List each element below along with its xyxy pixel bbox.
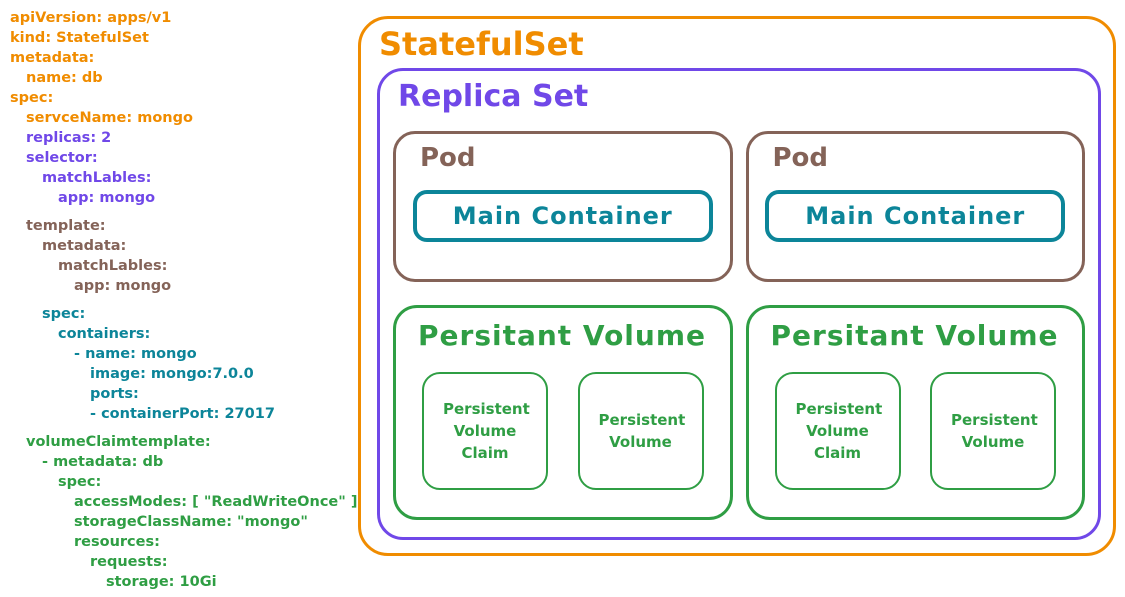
persistent-volume-group-label: Persitant Volume <box>770 319 1059 352</box>
yaml-line: servceName: mongo <box>26 110 193 126</box>
yaml-line: matchLables: <box>42 170 152 186</box>
yaml-line: accessModes: [ "ReadWriteOnce" ] <box>74 494 358 510</box>
main-container-label: Main Container <box>805 202 1026 230</box>
persistent-volume-group-2: Persitant Volume Persistent Volume Claim… <box>745 305 1085 520</box>
yaml-line: - metadata: db <box>42 454 164 470</box>
yaml-line: app: mongo <box>74 278 172 294</box>
yaml-line: replicas: 2 <box>26 130 112 146</box>
yaml-line: name: db <box>26 70 103 86</box>
yaml-manifest-panel: apiVersion: apps/v1 kind: StatefulSet meta… <box>10 8 358 592</box>
replicaset-box: Replica Set Pod Main Container Pod Main … <box>377 68 1101 540</box>
yaml-line: spec: <box>42 306 86 322</box>
persistent-volume-label: Persistent Volume <box>598 411 686 451</box>
yaml-line: storage: 10Gi <box>106 574 217 590</box>
persistent-volume-claim-box: Persistent Volume Claim <box>774 372 901 490</box>
yaml-line: storageClassName: "mongo" <box>74 514 308 530</box>
yaml-line: selector: <box>26 150 98 166</box>
pods-row: Pod Main Container Pod Main Container <box>393 131 1085 282</box>
main-container-box-1: Main Container <box>412 190 713 242</box>
yaml-line: template: <box>26 218 106 234</box>
persistent-volume-box: Persistent Volume <box>930 372 1056 490</box>
yaml-line: apiVersion: apps/v1 <box>10 10 172 26</box>
pod-box-2: Pod Main Container <box>745 131 1085 282</box>
yaml-line: metadata: <box>42 238 127 254</box>
yaml-line: - containerPort: 27017 <box>90 406 275 422</box>
yaml-line: containers: <box>58 326 151 342</box>
persistent-volume-group-label: Persitant Volume <box>418 319 707 352</box>
pod-label: Pod <box>420 143 476 173</box>
yaml-line: app: mongo <box>58 190 156 206</box>
persistent-volume-box: Persistent Volume <box>577 372 704 490</box>
statefulset-label: StatefulSet <box>379 25 584 63</box>
yaml-line: resources: <box>74 534 160 550</box>
yaml-line: kind: StatefulSet <box>10 30 149 46</box>
pod-box-1: Pod Main Container <box>393 131 733 282</box>
yaml-line: requests: <box>90 554 168 570</box>
persistent-volume-claim-label: Persistent Volume Claim <box>795 400 883 462</box>
replicaset-label: Replica Set <box>398 79 589 114</box>
yaml-line: volumeClaimtemplate: <box>26 434 211 450</box>
persistent-volume-claim-box: Persistent Volume Claim <box>422 372 548 490</box>
persistent-volume-group-1: Persitant Volume Persistent Volume Claim… <box>393 305 733 520</box>
yaml-line: matchLables: <box>58 258 168 274</box>
main-container-box-2: Main Container <box>765 190 1066 242</box>
yaml-line: spec: <box>58 474 102 490</box>
yaml-line: - name: mongo <box>74 346 197 362</box>
yaml-line: metadata: <box>10 50 95 66</box>
main-container-label: Main Container <box>452 202 673 230</box>
statefulset-box: StatefulSet Replica Set Pod Main Contain… <box>358 16 1116 556</box>
yaml-line: ports: <box>90 386 139 402</box>
yaml-line: spec: <box>10 90 54 106</box>
persistent-volume-claim-label: Persistent Volume Claim <box>443 400 530 462</box>
volumes-row: Persitant Volume Persistent Volume Claim… <box>393 305 1085 520</box>
yaml-line: image: mongo:7.0.0 <box>90 366 254 382</box>
pod-label: Pod <box>772 143 829 173</box>
persistent-volume-label: Persistent Volume <box>951 411 1038 451</box>
